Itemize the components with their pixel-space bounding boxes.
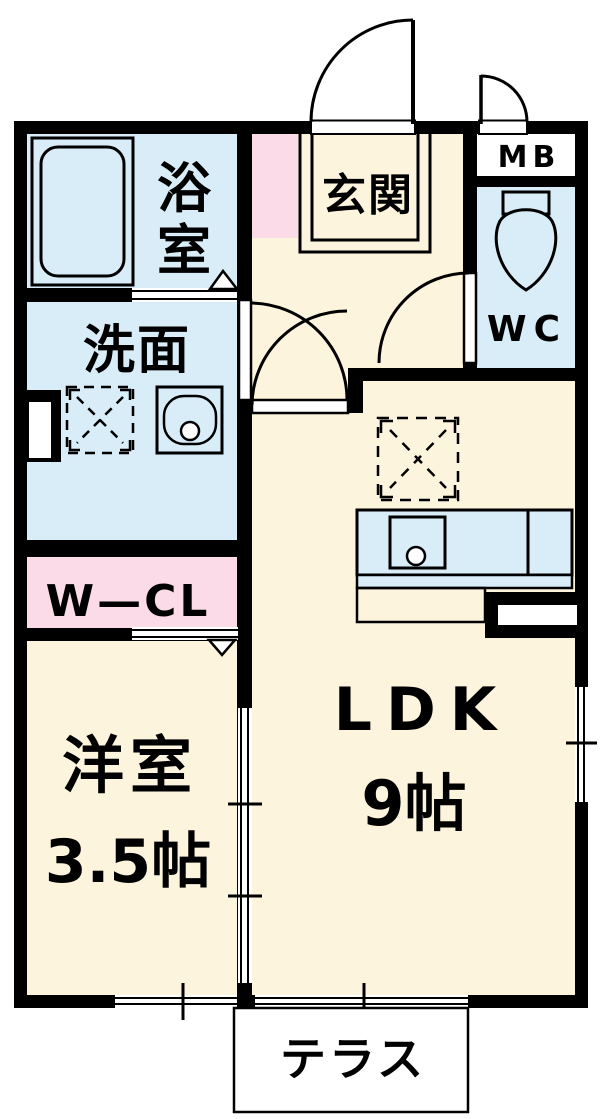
sink-icon [155, 385, 224, 455]
mb-door-arc [480, 74, 529, 123]
refrigerator-area-icon [376, 416, 460, 502]
ldk-door-leaf [250, 398, 350, 415]
room-label-wash: 洗面 [83, 321, 191, 381]
wall-top [14, 121, 588, 134]
wall-wash-wcl-divider [14, 540, 252, 557]
room-wash-floor [27, 295, 237, 550]
wall-right [575, 121, 588, 1008]
wc-door-leaf [462, 271, 478, 365]
room-label-ldk: LDK [334, 675, 511, 745]
western-window [115, 983, 237, 1020]
room-label-western: 洋室 [62, 729, 198, 802]
washing-machine-area-icon [65, 385, 135, 455]
room-label-bath-char2: 室 [157, 219, 211, 282]
entrance-side-closet-floor [252, 133, 298, 238]
room-label-entrance: 玄関 [322, 170, 414, 221]
wcl-door-opening [132, 627, 238, 640]
entrance-step-outline [298, 131, 432, 254]
room-size-ldk: 9帖 [361, 767, 466, 840]
room-label-bath-char1: 浴 [157, 157, 212, 220]
wash-door-leaf [237, 298, 253, 402]
wall-left [14, 121, 27, 1008]
entrance-door-arc [309, 18, 414, 123]
window-center-post [237, 995, 255, 1008]
bath-door-opening [132, 288, 237, 302]
wash-door-arc [250, 301, 349, 401]
wall-hall-ldk-stub [348, 368, 363, 413]
wall-mb-wc-divider [463, 176, 575, 187]
ldk-terrace-window [255, 983, 468, 1020]
room-size-western: 3.5帖 [45, 827, 211, 897]
terrace-box [232, 1006, 470, 1114]
room-wcl-floor [27, 550, 238, 634]
ldk-side-window [566, 687, 597, 802]
entrance-door-sill [310, 119, 416, 135]
western-ldk-sliding-door [228, 708, 262, 983]
room-label-terrace: テラス [280, 1032, 426, 1086]
bathtub-icon [30, 136, 135, 287]
kitchen-bump-slot [498, 605, 577, 625]
mb-door-sill [478, 119, 528, 135]
ldk-door-arc [250, 309, 348, 406]
pipe-space-slot [29, 402, 51, 458]
room-mb-floor [477, 133, 575, 182]
wc-door-arc [377, 271, 470, 364]
kitchen-counter [355, 508, 574, 624]
room-label-wc: WC [487, 309, 567, 350]
room-label-mb: MB [498, 140, 561, 175]
wall-hall-ldk [348, 368, 575, 381]
toilet-icon [494, 190, 558, 292]
room-label-wcl: W—CL [46, 576, 211, 627]
wcl-door-triangle-icon [206, 638, 238, 657]
bath-door-triangle-icon [207, 268, 240, 291]
